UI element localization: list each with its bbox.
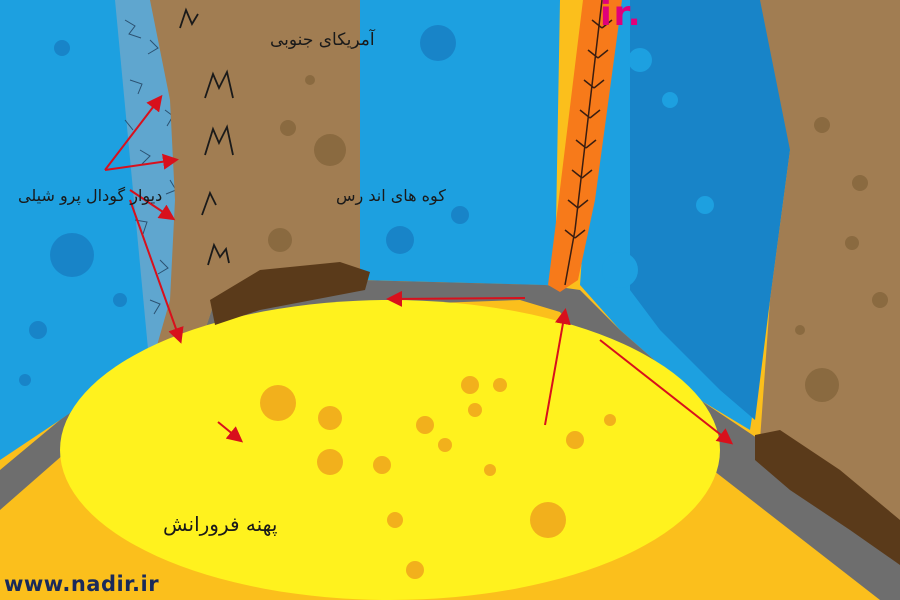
watermark-url: www.nadir.ir <box>4 572 159 596</box>
top-logo-fragment: ir. <box>600 0 643 34</box>
label-subduction-zone: پهنه فرورانش <box>163 512 277 536</box>
arrow-plate-left <box>390 298 525 299</box>
label-trench-walls: دیوار گودال پرو شیلی <box>18 186 162 205</box>
magma-chamber <box>60 300 720 600</box>
label-south-america: آمریکای جنوبی <box>270 30 375 50</box>
label-andes-mountains: کوه های اند رس <box>336 186 446 205</box>
